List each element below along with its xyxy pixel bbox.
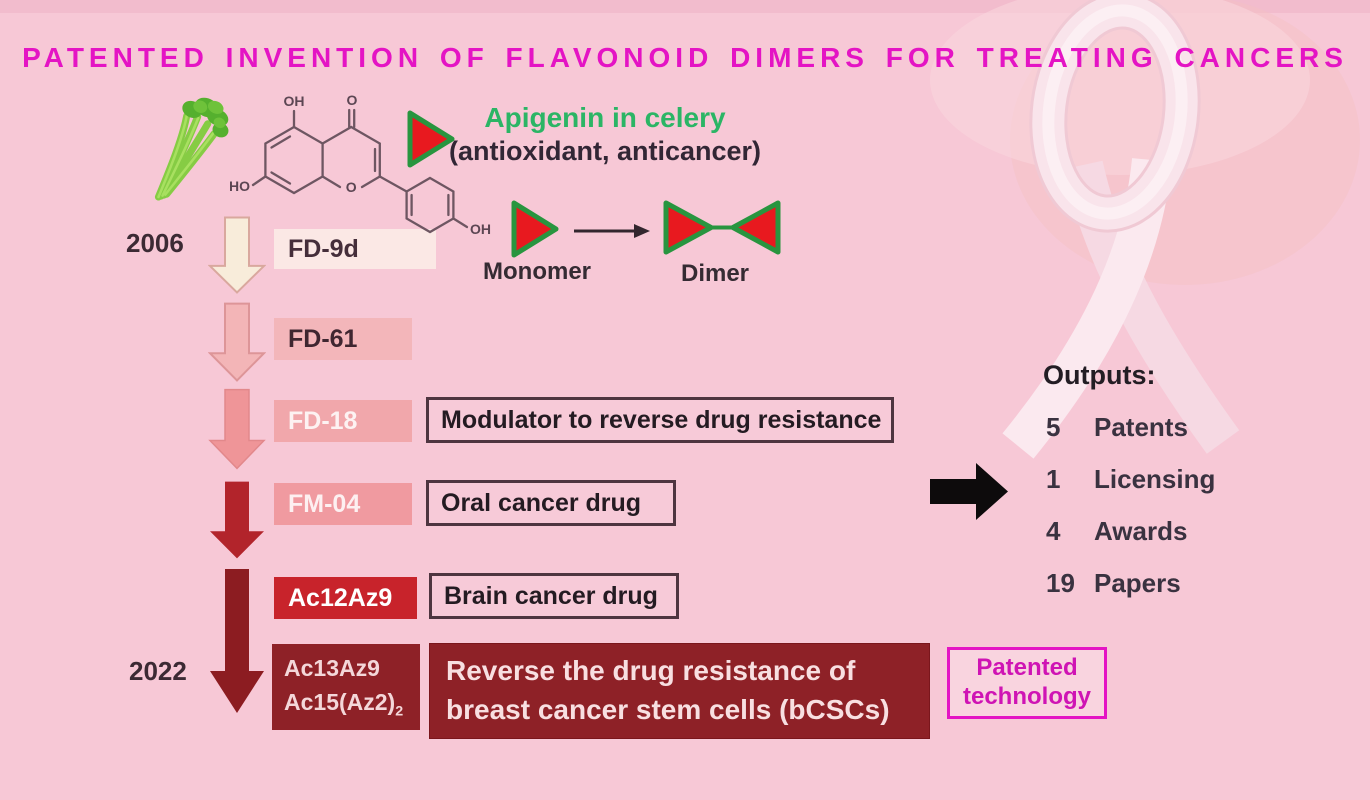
note-text: Oral cancer drug	[441, 488, 642, 517]
output-row-licensing: 1 Licensing	[1046, 464, 1216, 494]
apigenin-title: Apigenin in celery	[484, 102, 726, 133]
page-title: PATENTED INVENTION OF FLAVONOID DIMERS F…	[22, 42, 1348, 73]
stage-code-line2-subscript: 2	[395, 703, 404, 720]
note-box-brain-cancer: Brain cancer drug	[429, 573, 679, 619]
stage-code-line2: Ac15(Az2)2	[284, 685, 403, 723]
output-label: Papers	[1094, 568, 1181, 598]
timeline-year-start: 2006	[126, 228, 184, 258]
stage-code: FD-18	[288, 406, 358, 435]
output-count: 1	[1046, 464, 1061, 494]
atom-label-oh-top: OH	[284, 93, 305, 109]
apigenin-structure: OH O HO O OH	[230, 92, 491, 237]
dimer-label: Dimer	[680, 260, 750, 287]
output-label: Licensing	[1094, 464, 1216, 494]
timeline-arrow-3	[208, 388, 266, 470]
stage-label-ac12az9: Ac12Az9	[274, 577, 417, 619]
dimer-shape	[663, 200, 781, 255]
note-box-modulator: Modulator to reverse drug resistance	[426, 397, 894, 443]
output-count: 19	[1046, 568, 1075, 598]
stage-code: Ac12Az9	[288, 583, 393, 612]
output-label: Awards	[1094, 516, 1188, 546]
celery-image	[154, 97, 229, 201]
outputs-arrow-icon	[930, 463, 1008, 520]
monomer-label: Monomer	[483, 258, 591, 285]
stage-label-ac13az9: Ac13Az9 Ac15(Az2)2	[272, 644, 420, 730]
output-label: Patents	[1094, 412, 1188, 442]
stage-code-line1: Ac13Az9	[284, 654, 380, 681]
stage-code: FD-61	[288, 324, 358, 353]
apigenin-subtitle: (antioxidant, anticancer)	[448, 136, 762, 166]
output-row-awards: 4 Awards	[1046, 516, 1215, 546]
monomer-to-dimer-arrow	[574, 224, 650, 238]
stage-code: FD-9d	[288, 234, 359, 263]
monomer-triangle-icon	[407, 110, 455, 168]
output-count: 5	[1046, 412, 1061, 442]
note-text: Brain cancer drug	[444, 581, 658, 610]
atom-label-o-ring: O	[346, 179, 357, 195]
patented-technology-badge: Patented technology	[947, 647, 1107, 719]
pink-ribbon-image	[930, 0, 1360, 459]
timeline-arrow-4	[210, 481, 264, 559]
stage-code-line2-base: Ac15(Az2)	[284, 689, 396, 716]
stage-label-fd18: FD-18	[274, 400, 412, 442]
stage-code: FM-04	[288, 489, 361, 518]
stage-label-fd9d: FD-9d	[274, 229, 436, 269]
timeline-arrow-5	[210, 569, 264, 713]
patented-line1: Patented	[976, 654, 1078, 682]
timeline-arrow-2	[208, 302, 266, 382]
patented-line2: technology	[962, 683, 1091, 710]
outputs-list: 5 Patents 1 Licensing 4 Awards 19 Papers	[1046, 412, 1215, 620]
atom-label-ho-left: HO	[230, 178, 250, 194]
bcsc-result-box: Reverse the drug resistance of breast ca…	[429, 643, 930, 739]
output-row-patents: 5 Patents	[1046, 412, 1215, 442]
timeline-year-end: 2022	[129, 656, 187, 686]
atom-label-oh-right: OH	[470, 221, 491, 237]
note-text: Modulator to reverse drug resistance	[441, 405, 882, 434]
monomer-shape	[511, 200, 559, 258]
output-row-papers: 19 Papers	[1046, 568, 1215, 598]
note-box-oral-cancer: Oral cancer drug	[426, 480, 676, 526]
outputs-heading: Outputs:	[1043, 360, 1156, 390]
timeline-arrow-1	[208, 216, 266, 294]
bcsc-result-line2: breast cancer stem cells (bCSCs)	[446, 694, 890, 725]
stage-label-fd61: FD-61	[274, 318, 412, 360]
atom-label-o-ketone: O	[347, 92, 358, 108]
bcsc-result-line1: Reverse the drug resistance of	[446, 655, 856, 687]
output-count: 4	[1046, 516, 1061, 546]
stage-label-fm04: FM-04	[274, 483, 412, 525]
